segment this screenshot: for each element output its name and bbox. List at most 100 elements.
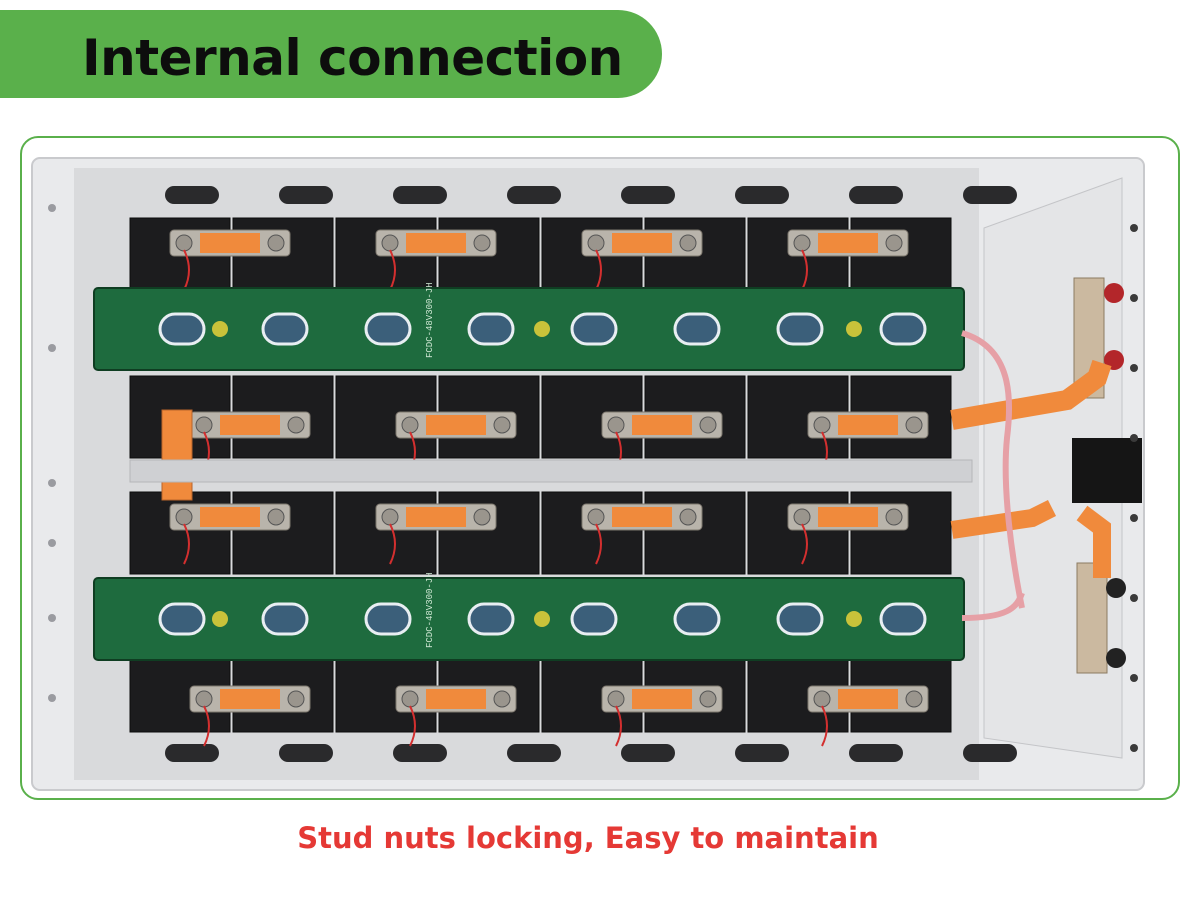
busbar-sleeve [818,233,878,253]
stud-nut [905,690,923,708]
stud-nut [679,508,697,526]
vent-slot [621,744,675,762]
pcb-access-hole [261,312,309,346]
vent-slot [165,744,219,762]
vent-slot [507,744,561,762]
pcb-access-hole [261,602,309,636]
photo-frame: FCDC-48V300-JH FCDC-48V300-JH [20,136,1180,800]
stud-nut [493,690,511,708]
stud-nut [287,416,305,434]
vent-slot [165,186,219,204]
sense-wire [595,523,602,565]
stud-nut [607,416,625,434]
pcb-label-bottom: FCDC-48V300-JH [425,572,435,648]
pcb-board-top: FCDC-48V300-JH [93,282,965,371]
terminal-positive [1104,283,1124,303]
bolt [1130,514,1138,522]
vent-slot [393,744,447,762]
caption: Stud nuts locking, Easy to maintain [297,821,879,855]
wire-harness [961,330,1025,609]
busbar-link [161,409,193,501]
stud-nut [195,416,213,434]
electronics-bay [950,177,1142,759]
vent-slot [279,744,333,762]
pcb-board-bottom: FCDC-48V300-JH [93,572,965,661]
pcb-access-hole [158,312,206,346]
stud-nut [287,690,305,708]
vent-slot [735,744,789,762]
stud-nut [905,416,923,434]
bolt [1130,674,1138,682]
pcb-access-hole [776,602,824,636]
bolt [48,204,56,212]
bolt [48,614,56,622]
vent-slot [735,186,789,204]
busbar-sleeve [632,689,692,709]
bolt [48,539,56,547]
stud-nut [587,508,605,526]
stud-nut [267,508,285,526]
pcb-access-hole [467,602,515,636]
pcb-access-hole [673,312,721,346]
vent-slot [849,744,903,762]
vent-slot [963,744,1017,762]
sense-wire [801,249,808,291]
bolt [48,344,56,352]
vent-slot [963,186,1017,204]
bolt [1130,744,1138,752]
pcb-mount-pad [846,611,862,627]
stud-nut [493,416,511,434]
sense-wire [615,705,622,747]
busbar-sleeve [838,689,898,709]
busbar-sleeve [838,415,898,435]
pcb-access-hole [879,602,927,636]
terminal-bar [1076,562,1108,674]
stud-nut [793,508,811,526]
pcb-access-hole [364,312,412,346]
pcb-access-hole [776,312,824,346]
stud-nut [607,690,625,708]
middle-divider [129,459,973,483]
busbar-sleeve [406,233,466,253]
pcb-access-hole [879,312,927,346]
stud-nut [473,508,491,526]
vent-slot [507,186,561,204]
stud-nut [401,690,419,708]
busbar-sleeve [818,507,878,527]
stud-nut [587,234,605,252]
stud-nut [195,690,213,708]
stud-nut [699,416,717,434]
terminal-negative [1106,648,1126,668]
stud-nut [473,234,491,252]
pcb-access-hole [364,602,412,636]
vent-slot [279,186,333,204]
busbar-sleeve [220,415,280,435]
stud-nut [885,234,903,252]
stud-nut [175,508,193,526]
sense-wire [203,705,210,747]
sense-wire [389,523,396,565]
main-busbar [1076,505,1111,578]
bolt [1130,364,1138,372]
sense-wire [389,249,396,291]
breaker [1072,438,1142,503]
pcb-access-hole [467,312,515,346]
bolt [1130,294,1138,302]
battery-pack-photo: FCDC-48V300-JH FCDC-48V300-JH [31,157,1145,791]
stud-nut [885,508,903,526]
busbar-sleeve [200,233,260,253]
busbar-sleeve [426,689,486,709]
stud-nut [679,234,697,252]
stud-nut [267,234,285,252]
pcb-mount-pad [212,611,228,627]
vent-slot [849,186,903,204]
main-busbar [950,499,1057,539]
sense-wire [183,523,190,565]
wire-harness [961,591,1025,621]
stud-nut [793,234,811,252]
pcb-mount-pad [212,321,228,337]
pcb-access-hole [570,312,618,346]
vent-slot [621,186,675,204]
busbar-sleeve [406,507,466,527]
stud-nut [401,416,419,434]
